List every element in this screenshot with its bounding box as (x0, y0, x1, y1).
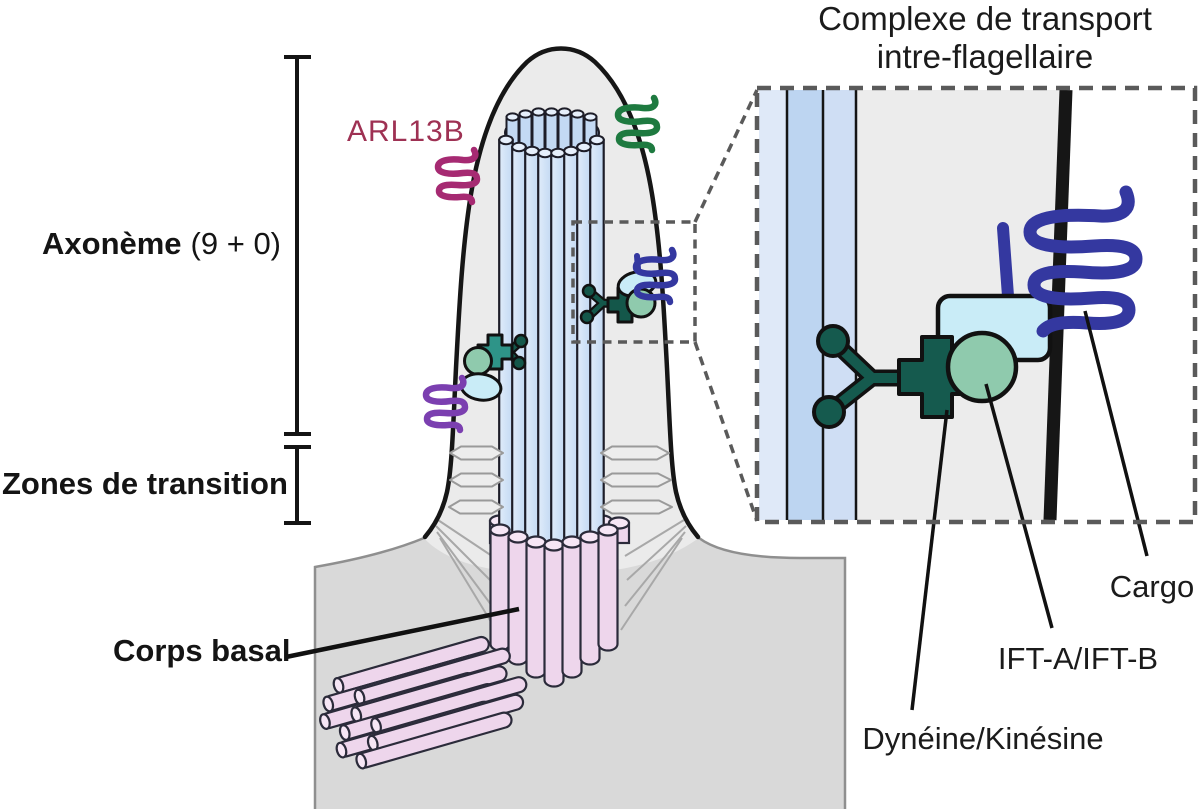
ift-pointer-line (984, 383, 1054, 629)
inset-title-line1: Complexe de transport (818, 0, 1152, 37)
dynein-kinesin-motor (812, 324, 977, 429)
inset-title-line2: intre-flagellaire (877, 38, 1093, 75)
motor-left (476, 333, 529, 371)
ift-train-left (426, 333, 529, 430)
inset-microtubule-stripe-1 (759, 90, 787, 520)
basal-body-label: Corps basal (113, 633, 290, 668)
transition-zone-bracket (284, 445, 311, 525)
cargo-label: Cargo (1110, 569, 1194, 604)
cargo-protein-navy (636, 250, 675, 302)
zoom-box (571, 89, 759, 522)
motor-right (579, 283, 644, 325)
transition-zone-links (448, 445, 673, 515)
basal-body (489, 523, 619, 688)
ift-label: IFT-A/IFT-B (998, 641, 1158, 676)
ift-particle-left (463, 346, 493, 376)
ift-train-right (579, 250, 675, 325)
inset-microtubule-stripe-2 (787, 90, 823, 520)
basal-body-pointer-line (285, 606, 520, 660)
zoom-connector-bottom (693, 341, 759, 522)
transition-zone-label: Zones de transition (2, 466, 288, 501)
inset-border (754, 85, 1198, 525)
inset-cargo-tail (997, 222, 1014, 302)
membrane-protein-green (618, 98, 657, 150)
axoneme-microtubules (488, 107, 631, 558)
centriole-bundle (319, 635, 528, 770)
ift-particle (945, 330, 1019, 404)
cell-membrane-edge-right (698, 536, 847, 809)
cell-membrane-edge-left (313, 536, 425, 809)
inset-membrane (1043, 89, 1073, 521)
cargo-pointer-line (1083, 310, 1149, 557)
arl13b-label: ARL13B (347, 115, 465, 148)
zoom-connector-top (693, 89, 759, 223)
axoneme-label: Axonème(9 + 0) (42, 226, 281, 261)
motors-label: Dynéine/Kinésine (862, 721, 1103, 756)
axoneme-bracket (284, 55, 311, 436)
inset-panel (754, 85, 1198, 711)
ciliary-membrane (422, 46, 701, 540)
cargo-protein (1023, 185, 1143, 338)
inset-microtubule-stripe-3 (823, 90, 856, 520)
inset-annotation-lines (910, 310, 1149, 711)
motor-pointer-line (910, 409, 949, 711)
